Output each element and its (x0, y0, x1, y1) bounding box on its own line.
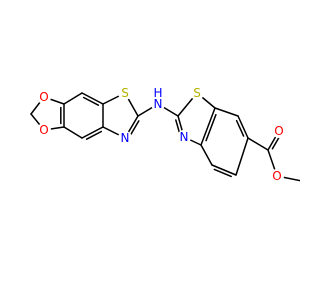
double-bond-line (235, 119, 245, 137)
bond-line (237, 115, 249, 139)
double-bond-line (213, 168, 232, 178)
atom-background (118, 86, 132, 100)
bond-line (63, 92, 83, 105)
bond-line (247, 137, 269, 151)
atom-label-n: N (154, 97, 163, 111)
atom-background (272, 124, 286, 138)
bond-line (211, 164, 237, 176)
bond-line (63, 126, 83, 139)
bond-line (81, 126, 104, 139)
atom-label-n: H (153, 86, 162, 100)
double-bond-line (205, 113, 217, 142)
atom-background (270, 169, 284, 183)
atom-label-o: O (39, 123, 48, 137)
atom-background (190, 86, 204, 100)
double-bond-line (128, 120, 140, 138)
atom-label-o: O (272, 169, 281, 183)
atom-label-n: N (121, 131, 130, 145)
atom-background (151, 97, 165, 111)
bond-layer (30, 92, 300, 182)
atom-label-s: S (121, 86, 129, 100)
double-bond-line (82, 96, 100, 106)
bond-line (200, 144, 213, 166)
bond-line (200, 107, 216, 146)
atom-background (37, 123, 51, 137)
bond-line (214, 107, 239, 117)
double-bond-line (85, 130, 103, 140)
atom-background (177, 130, 191, 144)
atom-background (37, 90, 51, 104)
atom-label-n: N (180, 130, 189, 144)
atom-label-o: O (274, 124, 283, 138)
atom-background (118, 131, 132, 145)
atom-label-o: O (39, 90, 48, 104)
bond-line (235, 137, 249, 176)
atom-label-s: S (193, 86, 201, 100)
bond-line (81, 92, 104, 105)
